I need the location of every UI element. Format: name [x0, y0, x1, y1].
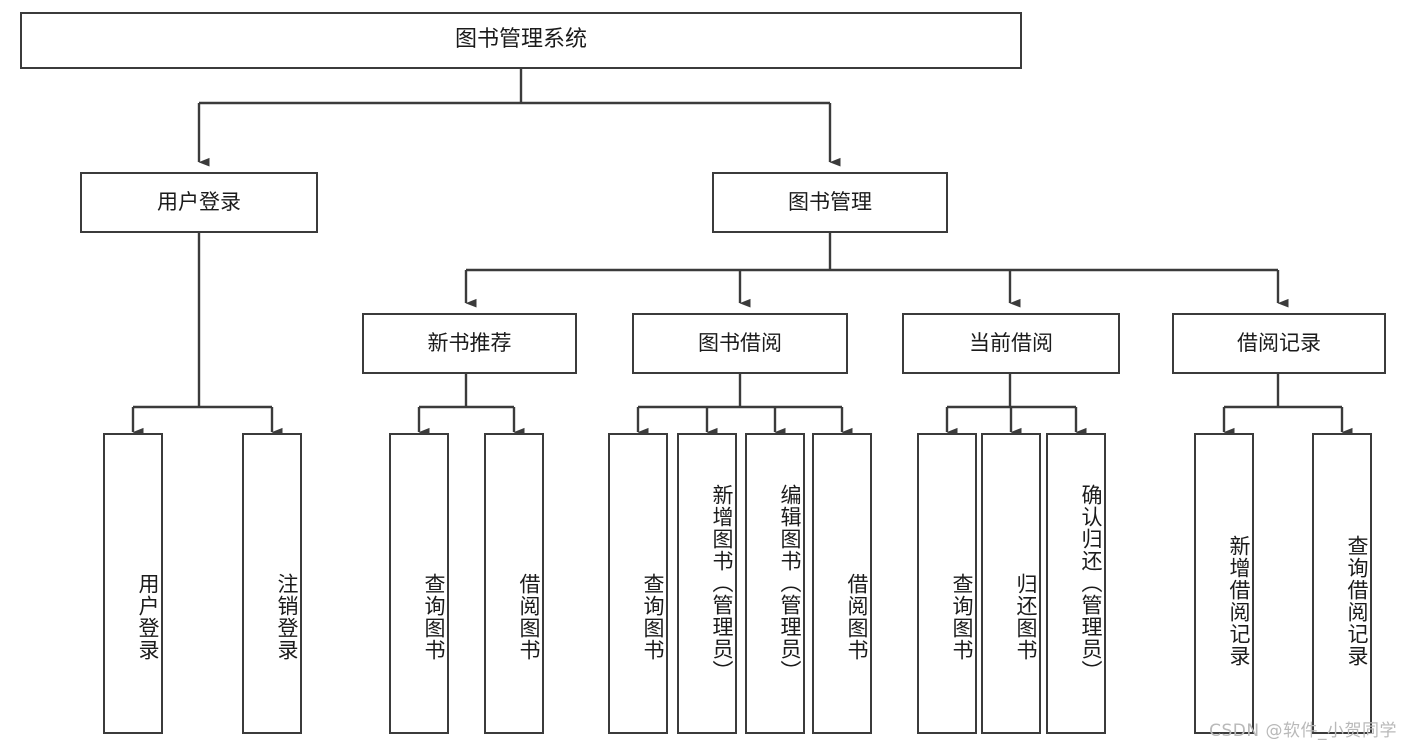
- leaf-new-book-borrow-book[interactable]: 借阅图书: [484, 433, 544, 734]
- leaf-book-borrow-add-book-admin[interactable]: 新增图书（管理员）: [677, 433, 737, 734]
- leaf-book-borrow-borrow-book[interactable]: 借阅图书: [812, 433, 872, 734]
- node-label: 当前借阅: [969, 331, 1053, 356]
- leaf-new-book-query-book[interactable]: 查询图书: [389, 433, 449, 734]
- node-label: 归还图书: [1014, 572, 1038, 661]
- node-label: 查询图书: [950, 572, 974, 661]
- leaf-current-borrow-return-book[interactable]: 归还图书: [981, 433, 1041, 734]
- node-label: 新增图书（管理员）: [710, 483, 734, 682]
- node-root-book-management-system[interactable]: 图书管理系统: [20, 12, 1022, 69]
- node-label: 注销登录: [275, 572, 299, 661]
- leaf-current-borrow-confirm-return-admin[interactable]: 确认归还（管理员）: [1046, 433, 1106, 734]
- leaf-borrow-record-query-record[interactable]: 查询借阅记录: [1312, 433, 1372, 734]
- node-label: 借阅图书: [845, 572, 869, 661]
- node-label: 借阅记录: [1237, 331, 1321, 356]
- leaf-book-borrow-edit-book-admin[interactable]: 编辑图书（管理员）: [745, 433, 805, 734]
- node-label: 编辑图书（管理员）: [778, 483, 802, 682]
- node-label: 用户登录: [157, 190, 241, 215]
- leaf-current-borrow-query-book[interactable]: 查询图书: [917, 433, 977, 734]
- node-label: 确认归还（管理员）: [1079, 483, 1103, 682]
- node-label: 新增借阅记录: [1227, 534, 1251, 667]
- watermark-csdn: CSDN @软件_小贺同学: [1209, 721, 1397, 741]
- node-label: 新书推荐: [427, 331, 512, 356]
- node-book-management[interactable]: 图书管理: [712, 172, 948, 233]
- leaf-user-login-login[interactable]: 用户登录: [103, 433, 163, 734]
- node-label: 查询借阅记录: [1345, 534, 1369, 667]
- node-label: 图书借阅: [698, 331, 782, 356]
- node-borrow-record[interactable]: 借阅记录: [1172, 313, 1386, 374]
- node-label: 查询图书: [422, 572, 446, 661]
- node-book-borrow[interactable]: 图书借阅: [632, 313, 848, 374]
- node-label: 图书管理系统: [454, 27, 587, 53]
- node-user-login[interactable]: 用户登录: [80, 172, 318, 233]
- leaf-book-borrow-query-book[interactable]: 查询图书: [608, 433, 668, 734]
- node-label: 借阅图书: [517, 572, 541, 661]
- leaf-user-login-logout[interactable]: 注销登录: [242, 433, 302, 734]
- node-label: 查询图书: [641, 572, 665, 661]
- node-label: 用户登录: [136, 572, 160, 661]
- node-new-book-recommend[interactable]: 新书推荐: [362, 313, 577, 374]
- node-current-borrow[interactable]: 当前借阅: [902, 313, 1120, 374]
- leaf-borrow-record-add-record[interactable]: 新增借阅记录: [1194, 433, 1254, 734]
- node-label: 图书管理: [788, 190, 872, 215]
